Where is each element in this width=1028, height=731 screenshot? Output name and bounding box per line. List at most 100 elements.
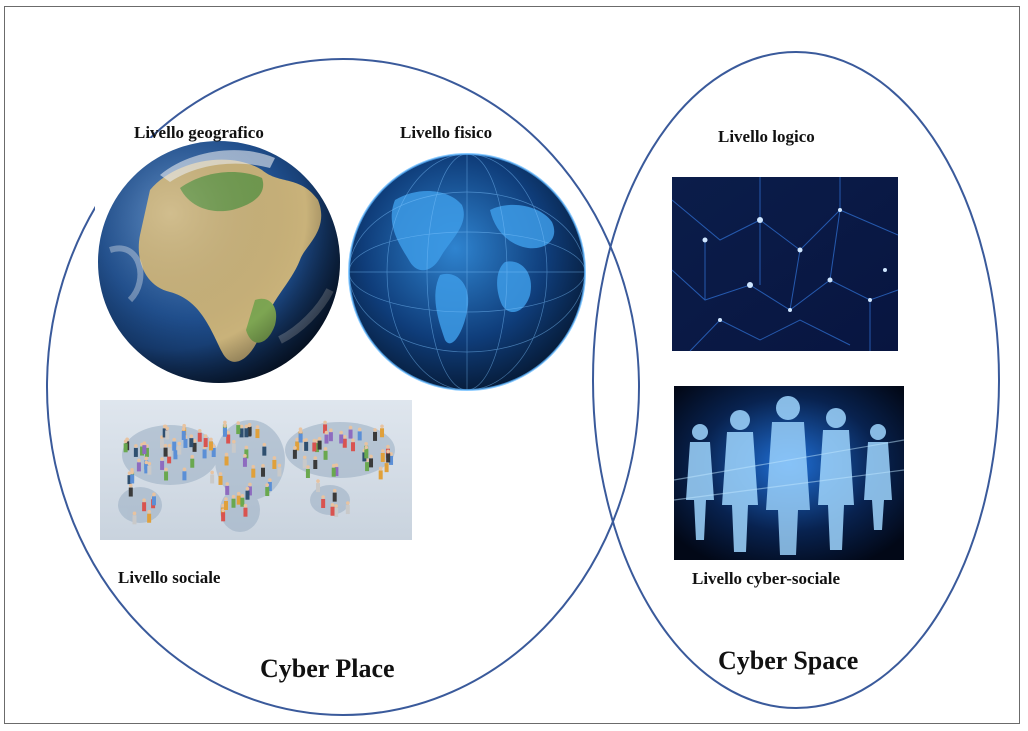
crowd-person-head	[348, 425, 353, 430]
crowd-person	[364, 449, 369, 459]
crowd-person-head	[231, 494, 236, 499]
crowd-person	[147, 513, 152, 523]
crowd-person-head	[324, 430, 329, 435]
crowd-person	[211, 448, 216, 458]
crowd-person	[225, 485, 230, 495]
crowd-person-head	[221, 503, 225, 508]
crowd-person-head	[321, 495, 325, 499]
crowd-person	[348, 429, 353, 439]
crowd-person	[165, 430, 170, 440]
crowd-person-head	[142, 498, 146, 503]
crowd-person	[236, 495, 241, 505]
crowd-person	[384, 463, 389, 473]
crowd-person	[162, 428, 167, 438]
crowd-person	[218, 475, 223, 485]
crowd-person	[255, 429, 260, 439]
crowd-person-head	[209, 437, 213, 442]
crowd-person	[244, 428, 249, 438]
crowd-person-head	[134, 444, 138, 448]
crowd-person-head	[312, 438, 317, 443]
crowd-person	[160, 460, 165, 470]
crowd-person-head	[329, 428, 333, 432]
crowd-person-head	[210, 470, 214, 475]
crowd-person	[202, 449, 207, 459]
crowd-person-head	[313, 456, 318, 460]
crowd-person-head	[243, 454, 247, 458]
crowd-person-head	[160, 457, 164, 461]
crowd-person-head	[248, 482, 252, 487]
crowd-person	[203, 438, 208, 448]
crowd-person	[365, 462, 370, 472]
crowd-person	[330, 506, 335, 516]
crowd-person	[226, 434, 231, 444]
crowd-person-head	[223, 420, 227, 425]
crowd-person	[247, 486, 252, 496]
crowd-person	[151, 496, 156, 506]
crowd-person	[183, 438, 188, 448]
title-cyber-place: Cyber Place	[260, 654, 395, 683]
crowd-person-head	[164, 467, 168, 472]
crowd-person	[339, 434, 344, 444]
crowd-person-head	[144, 456, 148, 461]
crowd-person	[267, 482, 272, 492]
crowd-person	[334, 467, 339, 477]
crowd-person-head	[346, 501, 350, 505]
crowd-person	[332, 492, 337, 502]
crowd-person	[380, 428, 385, 438]
crowd-person	[245, 490, 250, 500]
crowd-person	[147, 465, 152, 475]
crowd-person	[222, 427, 227, 437]
crowd-person-head	[172, 437, 177, 442]
figure	[686, 424, 714, 540]
crowd-person	[208, 441, 213, 451]
label-livello-geografico: Livello geografico	[134, 123, 264, 142]
crowd-person	[380, 452, 385, 462]
crowd-person	[182, 471, 187, 481]
crowd-person-head	[268, 478, 272, 482]
crowd-person-head	[190, 454, 195, 459]
crowd-person	[342, 438, 347, 448]
crowd-person-head	[223, 423, 227, 428]
crowd-person	[277, 467, 282, 477]
digital-globe-image	[348, 153, 586, 391]
crowd-person-head	[152, 492, 156, 497]
crowd-person-head	[332, 488, 337, 493]
crowd-person	[351, 442, 356, 452]
crowd-person	[302, 459, 307, 469]
crowd-person-head	[162, 424, 167, 429]
crowd-person-head	[302, 455, 307, 460]
crowd-person-head	[304, 438, 308, 442]
crowd-person	[239, 428, 244, 438]
crowd-person	[312, 442, 317, 452]
crowd-person	[331, 467, 336, 477]
crowd-person-head	[342, 434, 347, 439]
crowd-person	[197, 432, 202, 442]
crowd-person	[210, 474, 215, 484]
crowd-person	[247, 427, 252, 437]
crowd-person-head	[298, 429, 303, 434]
crowd-person-head	[330, 502, 335, 507]
crowd-person	[272, 459, 277, 469]
crowd-person	[389, 455, 394, 465]
crowd-person	[357, 431, 362, 441]
crowd-person-head	[130, 468, 134, 472]
crowd-person-head	[182, 423, 186, 428]
crowd-person-head	[277, 463, 282, 468]
crowd-person-head	[226, 430, 230, 435]
crowd-person	[334, 507, 339, 517]
crowd-person-head	[132, 511, 137, 516]
crowd-person	[386, 453, 391, 463]
crowd-person-head	[224, 497, 228, 501]
crowd-person-head	[316, 479, 320, 483]
crowd-person	[324, 434, 329, 444]
crowd-person	[163, 447, 168, 457]
crowd-person	[295, 441, 300, 451]
crowd-person	[251, 468, 256, 478]
earth-globe-image	[95, 138, 345, 388]
crowd-person-head	[323, 447, 328, 451]
crowd-person	[142, 502, 147, 512]
crowd-person	[231, 498, 236, 508]
crowd-person-head	[182, 467, 187, 472]
crowd-person-head	[232, 439, 236, 444]
crowd-person	[315, 443, 320, 453]
